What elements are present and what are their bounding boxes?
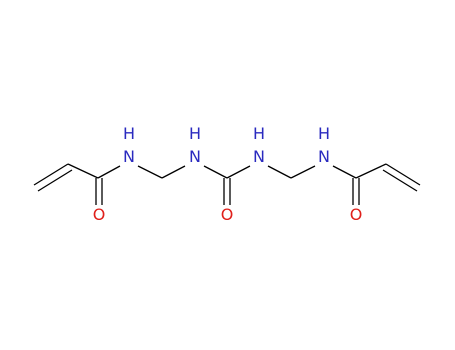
bond-vinyl-left-1 [33, 163, 69, 186]
bond-vinyl-left-2 [37, 169, 73, 192]
bond-ch2-n2 [161, 165, 186, 179]
atom-n2: N [189, 147, 201, 166]
atom-n3: N [253, 147, 265, 166]
atom-n1-h: H [123, 124, 135, 143]
bond-cc-left [67, 163, 99, 179]
bond-n3-ch2 [267, 165, 292, 179]
bond-curea-n3 [226, 165, 251, 179]
bond-vinyl-right-2 [382, 169, 418, 192]
bond-n4-c [332, 165, 357, 179]
bond-vinyl-right-1 [385, 163, 421, 186]
bond-c-n1 [97, 165, 121, 179]
bond-n1-ch2 [137, 165, 163, 179]
atom-n2-h: H [189, 124, 201, 143]
bond-n2-curea [203, 165, 228, 179]
bond-cc-right [355, 163, 387, 179]
bond-ch2-n4 [290, 165, 316, 179]
atom-o-urea: O [221, 205, 234, 224]
atom-n1: N [123, 147, 135, 166]
atom-o-left: O [93, 205, 106, 224]
atom-labels: H N H N H N H N O O O [93, 124, 363, 224]
atom-n4-h: H [318, 124, 330, 143]
bonds [33, 163, 421, 205]
atom-o-right: O [350, 205, 363, 224]
atom-n3-h: H [253, 124, 265, 143]
atom-n4: N [318, 147, 330, 166]
